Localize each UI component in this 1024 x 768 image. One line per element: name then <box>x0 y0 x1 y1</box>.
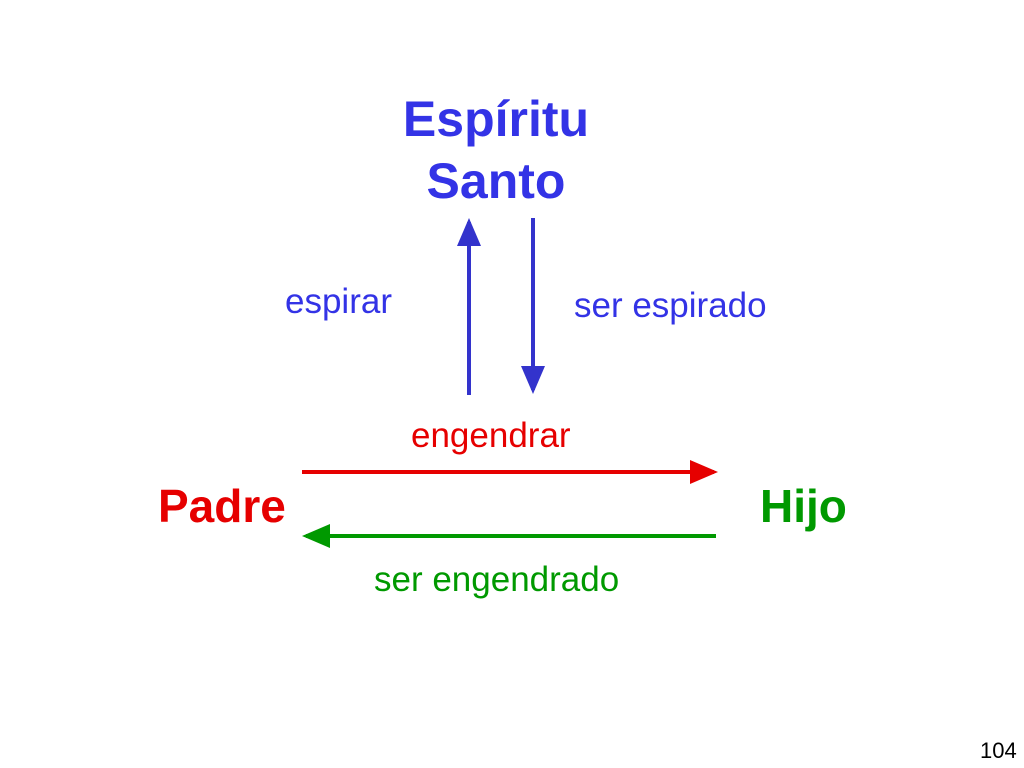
espiritu-santo-line1: Espíritu <box>402 91 590 147</box>
espirar-label: espirar <box>285 282 392 321</box>
espiritu-santo-line2: Santo <box>426 153 566 209</box>
engendrar-label: engendrar <box>411 416 571 455</box>
ser-engendrado-label: ser engendrado <box>374 560 620 599</box>
padre-node: Padre <box>158 480 286 532</box>
espiritu-santo-node: Espíritu Santo <box>366 88 626 212</box>
ser-espirado-label: ser espirado <box>574 286 767 325</box>
hijo-node: Hijo <box>760 480 847 532</box>
page-number: 104 <box>980 738 1017 763</box>
